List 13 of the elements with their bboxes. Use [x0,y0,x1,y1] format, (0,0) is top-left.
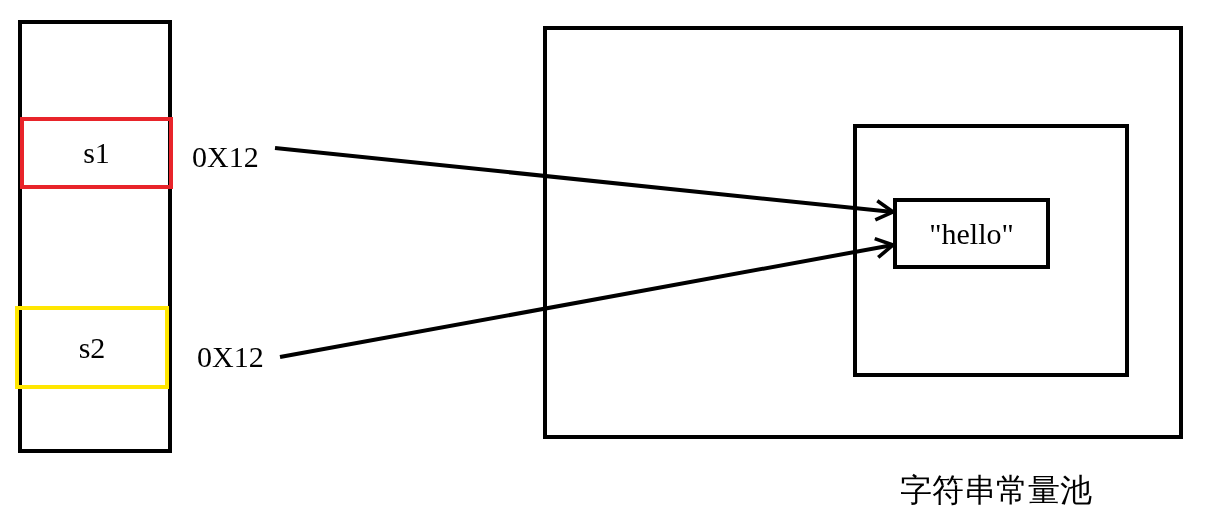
arrow [274,146,895,222]
value-text: s2 [78,330,106,365]
variable-box [20,117,173,189]
pool-caption: 字符串常量池 [900,471,1092,510]
address-text: 0X12 [192,138,276,176]
value-text: "hello" [929,216,1014,251]
arrow [279,236,895,359]
value-text: s1 [83,136,110,170]
string-value-box [893,198,1050,269]
address-text: 0X12 [197,338,281,376]
inner-box [853,124,1129,377]
variable-box [15,306,169,389]
stack-box [18,20,172,453]
